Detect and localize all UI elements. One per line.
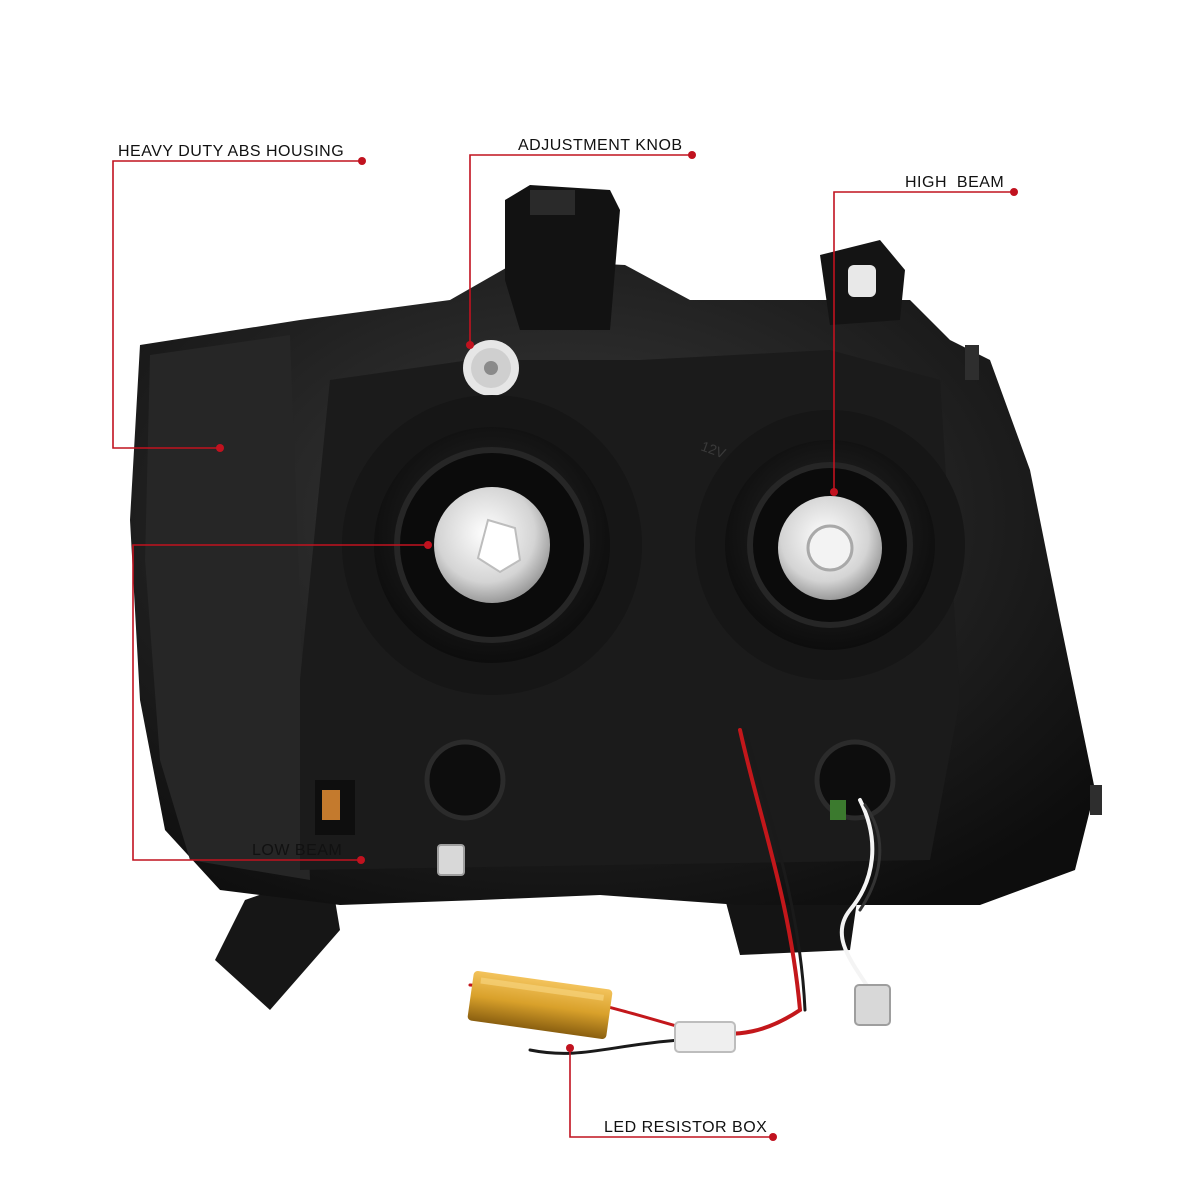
callout-line-knob [469, 154, 692, 345]
low-beam-plug [437, 844, 465, 876]
callout-line-resistor [569, 1048, 773, 1138]
resistor-plug [674, 1021, 736, 1053]
callout-line-high-beam [833, 191, 1014, 492]
high-beam-socket [695, 410, 965, 680]
callout-label-resistor: LED RESISTOR BOX [604, 1119, 768, 1136]
adjustment-knob [463, 340, 519, 396]
led-resistor-box [467, 971, 613, 1039]
callout-label-low-beam: LOW BEAM [252, 842, 343, 859]
callout-line-housing [112, 160, 362, 449]
turn-signal-sockets [315, 739, 896, 835]
high-beam-plug [854, 984, 891, 1026]
callout-label-housing: HEAVY DUTY ABS HOUSING [118, 143, 345, 160]
low-beam-socket [342, 395, 642, 695]
callout-label-high-beam: HIGH BEAM [905, 174, 1005, 191]
callout-lines [112, 154, 1014, 1138]
callout-label-knob: ADJUSTMENT KNOB [518, 137, 683, 154]
callout-dots [216, 151, 1018, 1141]
callout-line-low-beam [132, 544, 428, 861]
